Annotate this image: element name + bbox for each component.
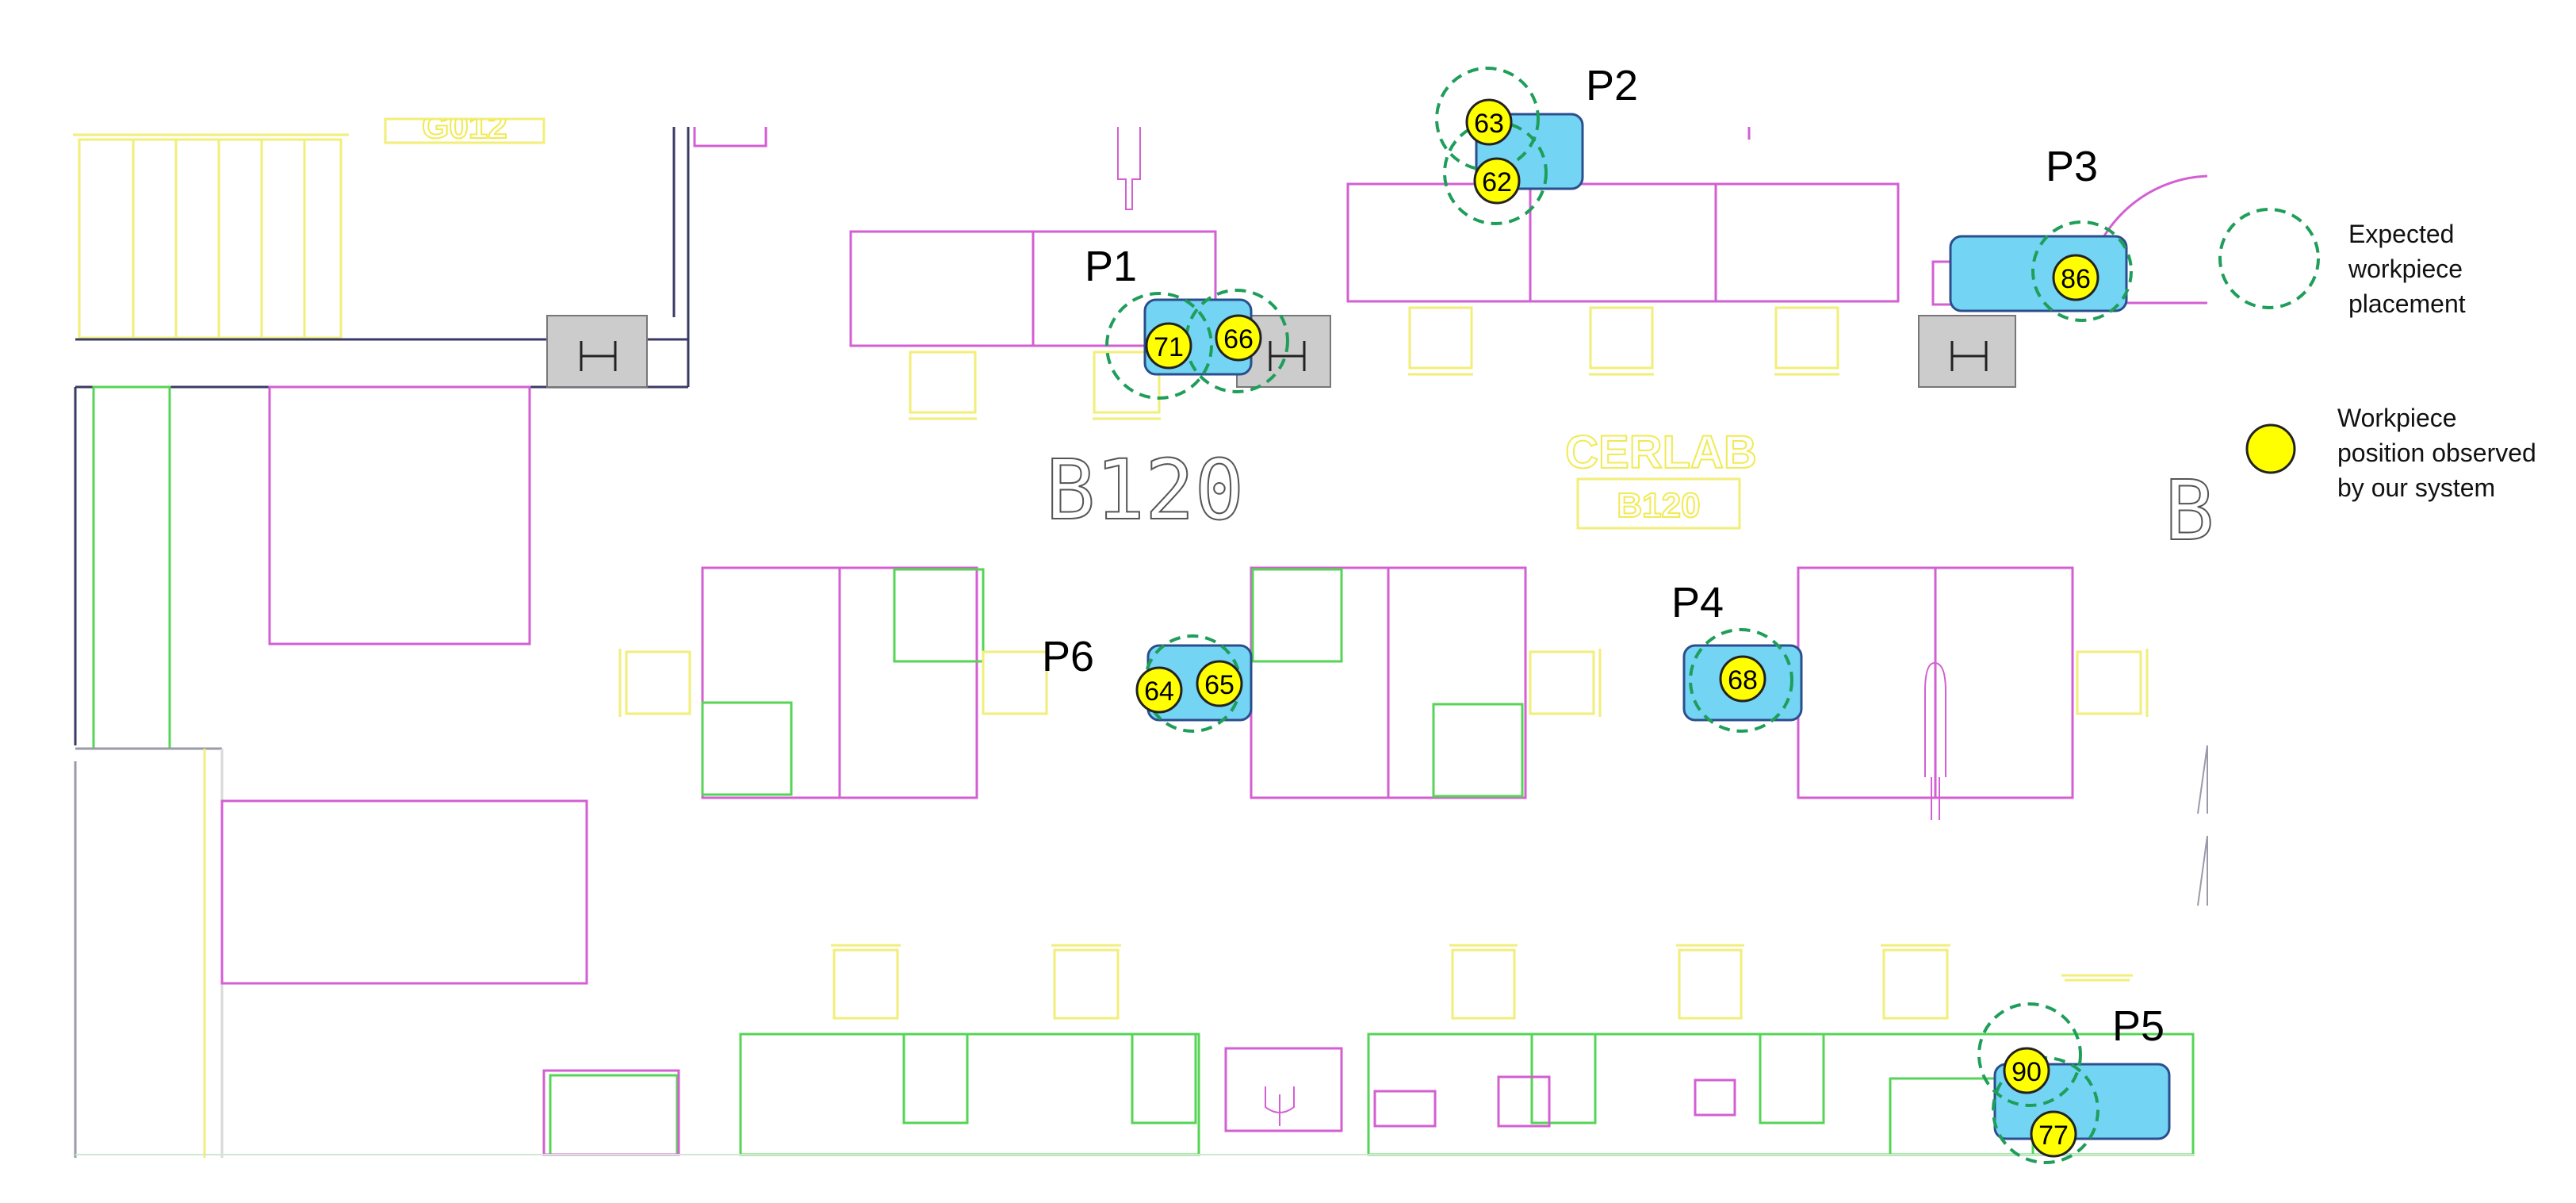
position-label-p6: P6: [1042, 633, 1094, 680]
svg-text:71: 71: [1154, 332, 1184, 362]
observed-dot-p2-a: 63: [1465, 98, 1513, 146]
shelving-top-left: [73, 117, 545, 339]
bench-p6: [618, 566, 1048, 799]
svg-text:62: 62: [1482, 167, 1512, 197]
lab-name: CERLAB: [1565, 427, 1757, 478]
legend-observed-line-2: position observed: [2337, 439, 2536, 467]
svg-text:63: 63: [1474, 109, 1504, 139]
expected-circle-p1-a: [1105, 292, 1213, 400]
svg-text:90: 90: [2011, 1057, 2042, 1087]
legend-expected-line-1: Expected: [2348, 220, 2454, 248]
room-label-edge: B: [2165, 462, 2214, 559]
lab-room: B120: [1617, 486, 1700, 525]
legend-observed-line-3: by our system: [2337, 473, 2495, 502]
dashed-circle-icon: [2218, 208, 2320, 309]
expected-circle-p3: [2031, 220, 2133, 322]
svg-text:86: 86: [2061, 264, 2091, 294]
observed-dot-p6-a: 64: [1135, 666, 1183, 714]
position-label-p5: P5: [2112, 1002, 2165, 1050]
columns: [546, 315, 2016, 388]
expected-circle-p4: [1689, 628, 1793, 733]
cabinet-left: [74, 385, 588, 1158]
legend-expected-line-2: workpiece: [2348, 255, 2463, 283]
observed-dot-p6-b: 65: [1196, 660, 1243, 707]
room-labels: B120 B CERLAB B120 G012: [421, 107, 2214, 560]
workpiece-table-p3: [1949, 235, 2128, 312]
position-label-p4: P4: [1671, 579, 1724, 626]
lab-room-box: [1576, 477, 1741, 530]
expected-circle-p1-b: [1185, 289, 1289, 393]
svg-text:66: 66: [1223, 324, 1254, 354]
bench-right: [1797, 566, 2149, 820]
legend-expected-line-3: placement: [2348, 289, 2466, 318]
room-label-main: B120: [1046, 442, 1244, 538]
svg-text:64: 64: [1144, 676, 1174, 707]
legend: Expected workpiece placement Workpiece p…: [2218, 208, 2536, 502]
svg-text:65: 65: [1204, 670, 1234, 700]
observed-dot-p5-a: 90: [2003, 1047, 2050, 1094]
workpiece-tables: [1143, 113, 2171, 1140]
legend-observed-line-1: Workpiece: [2337, 404, 2457, 432]
expected-placements: [1105, 67, 2133, 1164]
observed-dot-p1-a: 71: [1145, 322, 1192, 370]
bench-p1: [849, 127, 1217, 347]
chairs-top: [909, 306, 1839, 420]
counters-bottom: [549, 1033, 2195, 1156]
observed-positions: 71 66 63 62 86 68 90 77: [1135, 98, 2099, 1158]
position-labels: P1 P2 P3 P4 P5 P6: [1042, 62, 2165, 1050]
observed-dot-p4: 68: [1719, 655, 1766, 703]
magenta-top-left: [268, 127, 767, 646]
observed-dot-p1-b: 66: [1215, 314, 1262, 362]
position-label-p2: P2: [1586, 62, 1638, 109]
right-edge-fragments: [2197, 745, 2208, 906]
observed-dot-p2-b: 62: [1473, 157, 1521, 205]
counters-bottom-magenta: [542, 1047, 1736, 1156]
observed-dot-p5-b: 77: [2030, 1110, 2077, 1158]
top-room-fragment: G012: [422, 107, 507, 146]
bench-p2: [1346, 127, 1900, 303]
svg-text:68: 68: [1728, 665, 1758, 695]
position-label-p3: P3: [2046, 143, 2098, 190]
floorplan-base: [73, 117, 2208, 1158]
position-label-p1: P1: [1085, 243, 1137, 290]
observed-dot-p3: 86: [2052, 254, 2099, 301]
expected-circle-p5-a: [1977, 1002, 2082, 1107]
walls-top-left: [74, 127, 690, 745]
yellow-dot-icon: [2245, 423, 2296, 474]
chairs-bottom: [831, 944, 2133, 1020]
svg-text:77: 77: [2038, 1121, 2069, 1151]
